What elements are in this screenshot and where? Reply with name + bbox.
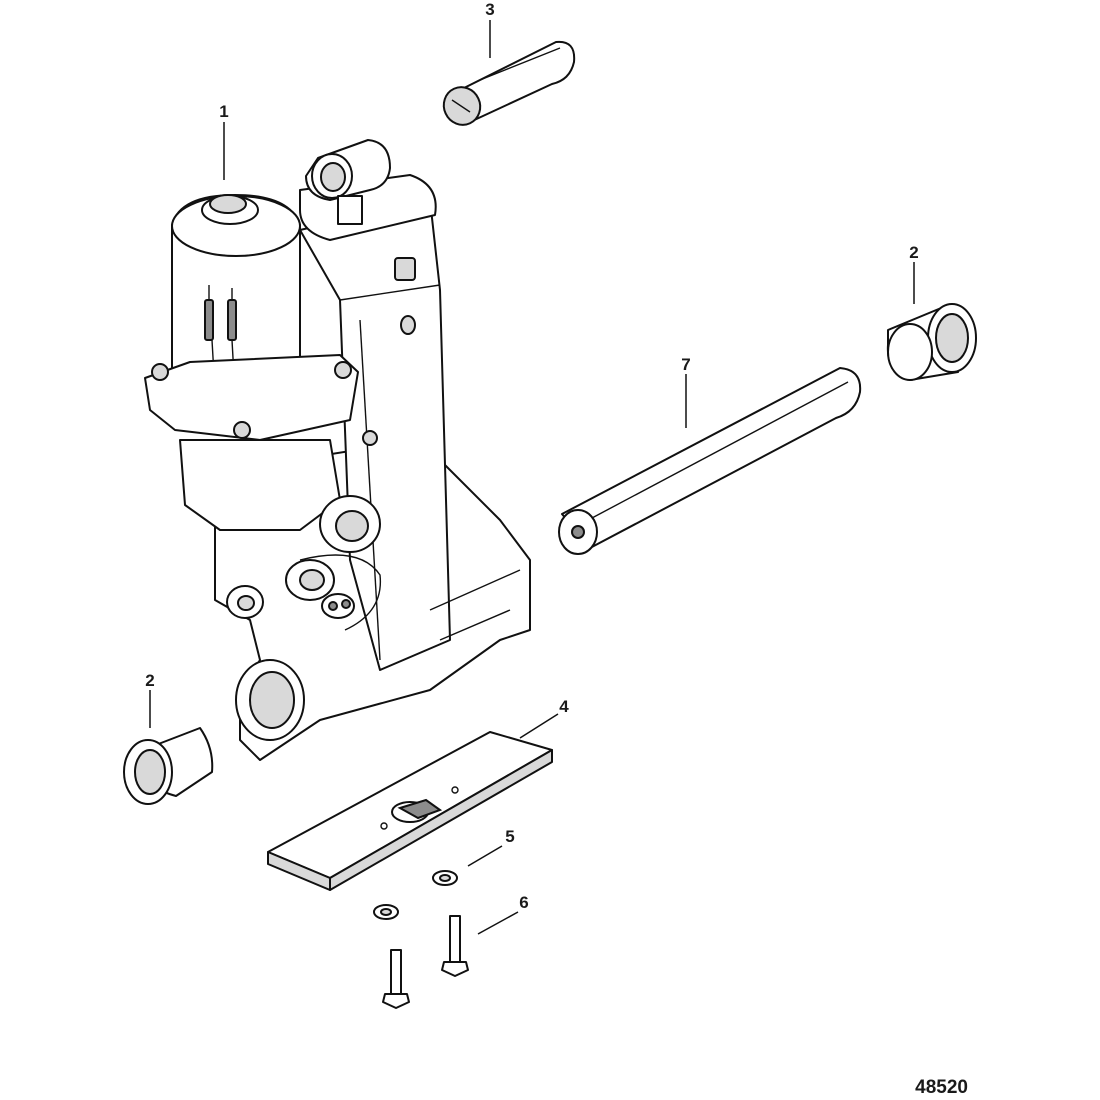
callout-4: 4	[559, 697, 569, 716]
bushing-right-part	[886, 303, 977, 381]
leader-5	[467, 845, 503, 867]
callout-2-left: 2	[145, 671, 154, 690]
callout-5: 5	[505, 827, 514, 846]
pin-upper-part	[442, 40, 576, 126]
anode-plate-part	[267, 731, 553, 891]
leader-6	[477, 911, 519, 935]
callout-3: 3	[485, 0, 494, 19]
motor-pump-assembly-part	[144, 139, 531, 761]
washer-part	[373, 870, 458, 920]
figure-number: 48520	[915, 1077, 968, 1098]
callout-7: 7	[681, 355, 690, 374]
leader-4	[519, 713, 559, 739]
callout-1: 1	[219, 102, 228, 121]
callout-2-right: 2	[909, 243, 918, 262]
bolt-part	[382, 915, 469, 1009]
callout-6: 6	[519, 893, 528, 912]
pin-long-part	[558, 367, 862, 555]
bushing-left-part	[123, 727, 214, 805]
